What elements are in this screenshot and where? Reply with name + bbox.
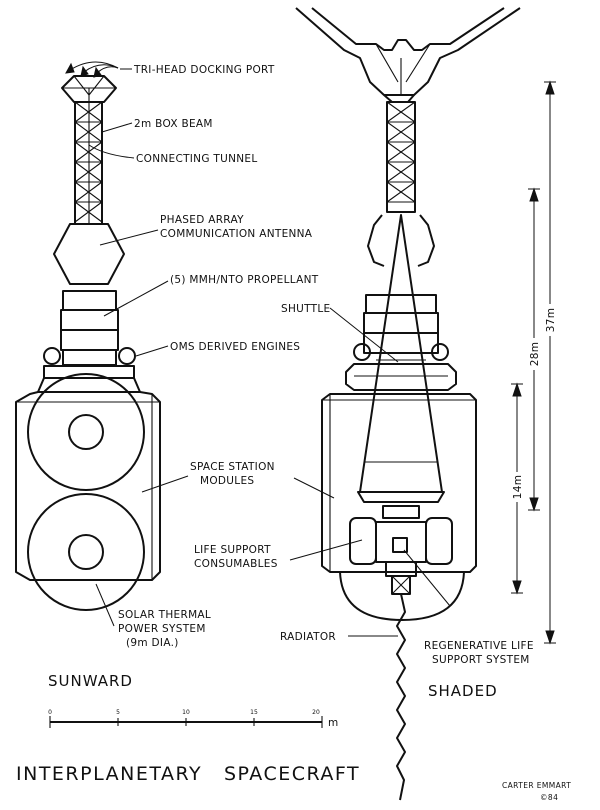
leader-engines: [135, 345, 169, 357]
dim-label-14m: 14m: [512, 475, 524, 500]
phased-array-antenna: [53, 223, 125, 285]
label-solar-line3: (9m DIA.): [126, 637, 179, 649]
scale-bar: 0 5 10 15 20 m: [48, 709, 338, 729]
scale-unit: m: [328, 717, 339, 729]
leader-modules-right: [293, 477, 335, 499]
view-label-sunward: SUNWARD: [48, 672, 133, 690]
label-regen-line2: SUPPORT SYSTEM: [432, 654, 530, 666]
label-box-beam: 2m BOX BEAM: [134, 118, 213, 130]
label-regen-line1: REGENERATIVE LIFE: [424, 640, 534, 652]
dim-label-28m: 28m: [529, 342, 541, 367]
label-shuttle: SHUTTLE: [281, 303, 330, 315]
antenna-left-wing: [367, 214, 385, 267]
label-life-support-line2: CONSUMABLES: [194, 558, 278, 570]
oms-engines: [37, 347, 141, 393]
label-antenna-line1: PHASED ARRAY: [160, 214, 244, 226]
leader-modules: [141, 475, 189, 493]
view-label-shaded: SHADED: [428, 682, 498, 700]
solar-thermal-disks: [27, 373, 145, 611]
label-propellant: (5) MMH/NTO PROPELLANT: [170, 274, 319, 286]
scale-tick-20: 20: [312, 709, 320, 716]
title-word-interplanetary: INTERPLANETARY: [16, 763, 202, 785]
box-beam-truss: [74, 101, 103, 225]
space-station-modules: [15, 391, 161, 581]
shaded-view: SHUTTLE RADIATOR REGENERATIVE LIFE SUPPO…: [280, 7, 534, 801]
leader-box-beam: [101, 122, 133, 133]
label-modules-line2: MODULES: [200, 475, 254, 487]
label-life-support-line1: LIFE SUPPORT: [194, 544, 271, 556]
label-solar-line1: SOLAR THERMAL: [118, 609, 211, 621]
scale-tick-0: 0: [48, 709, 52, 716]
regenerative-life-support: [385, 561, 417, 595]
scale-tick-5: 5: [116, 709, 120, 716]
dim-label-37m: 37m: [545, 308, 557, 333]
dimension-37m: 37m: [543, 80, 557, 645]
leader-shuttle: [329, 307, 399, 363]
scale-tick-15: 15: [250, 709, 258, 716]
label-antenna-line2: COMMUNICATION ANTENNA: [160, 228, 313, 240]
leader-life-support: [289, 539, 363, 561]
shaded-solar-disk: [339, 571, 465, 621]
antenna-right-wing: [417, 214, 435, 267]
shuttle: [357, 214, 445, 503]
label-docking-port: TRI-HEAD DOCKING PORT: [133, 64, 275, 76]
leader-antenna: [99, 229, 159, 246]
shaded-modules: [321, 393, 477, 573]
docking-arrows: [65, 61, 119, 78]
scale-tick-10: 10: [182, 709, 190, 716]
propellant-tanks: [60, 290, 119, 366]
leader-propellant: [103, 280, 169, 317]
tri-head-docking-port: [61, 75, 117, 103]
label-connecting-tunnel: CONNECTING TUNNEL: [136, 153, 258, 165]
label-radiator: RADIATOR: [280, 631, 336, 643]
life-support-consumables: [349, 505, 453, 565]
label-oms-engines: OMS DERIVED ENGINES: [170, 341, 300, 353]
dimension-28m: 28m: [527, 187, 541, 512]
label-solar-line2: POWER SYSTEM: [118, 623, 206, 635]
sunward-view: TRI-HEAD DOCKING PORT 2m BOX BEAM CONNEC…: [15, 61, 319, 649]
leader-regen: [403, 549, 451, 607]
signature-name: CARTER EMMART: [502, 781, 571, 790]
dimension-14m: 14m: [510, 382, 524, 595]
radiator: [396, 593, 406, 801]
signature-year: ©84: [540, 793, 558, 802]
leader-solar: [95, 583, 115, 627]
shaded-oms-engines: [345, 343, 457, 391]
docked-vehicle-frame: [295, 7, 521, 103]
title-word-spacecraft: SPACECRAFT: [224, 763, 360, 785]
leader-tunnel: [88, 144, 135, 159]
shaded-propellant: [363, 294, 439, 354]
label-modules-line1: SPACE STATION: [190, 461, 275, 473]
shaded-box-beam: [386, 101, 416, 213]
